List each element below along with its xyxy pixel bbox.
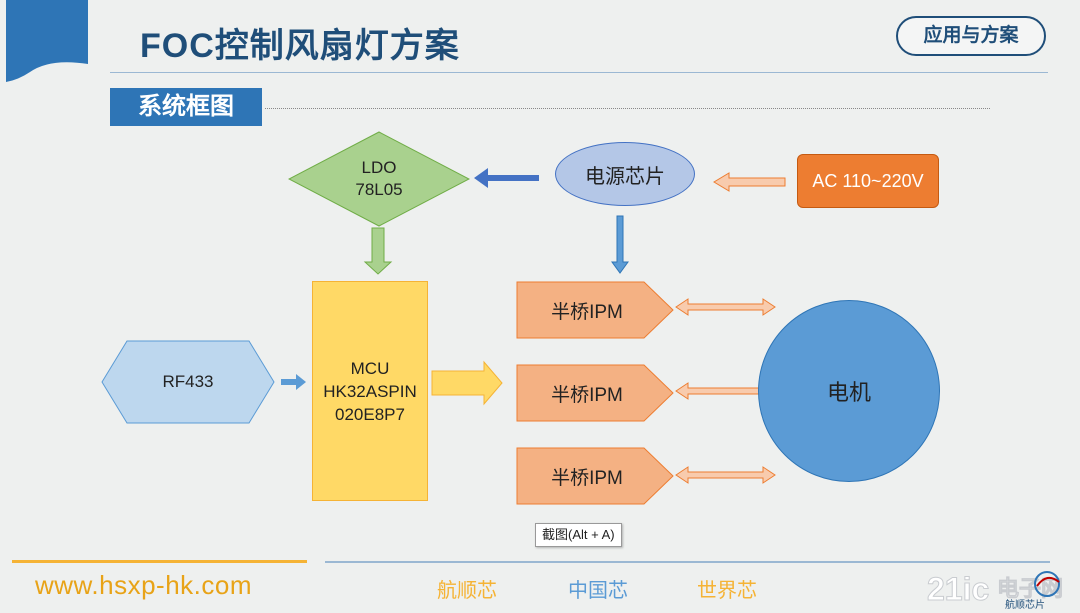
half-bridge-ipm-2: 半桥IPM [551, 384, 623, 406]
ac-input-node: AC 110~220V [797, 154, 939, 208]
svg-text:21ic: 21ic [927, 571, 989, 607]
ipm-shape-3 [516, 447, 674, 505]
arrow-ipm3-motor [675, 466, 776, 484]
svg-text:航顺芯片: 航顺芯片 [1005, 598, 1045, 610]
arrow-ipm1-motor [675, 298, 776, 316]
arrow-ldo-to-mcu [363, 227, 393, 275]
ldo-node: LDO 78L05 [288, 131, 470, 227]
ldo-shape [288, 131, 470, 227]
page-title: FOC控制风扇灯方案 [140, 27, 460, 65]
footer-url-link[interactable]: www.hsxp-hk.com [35, 570, 252, 600]
footer-slogan-1: 航顺芯 [437, 580, 497, 602]
arrow-mcu-to-ipm [431, 360, 503, 406]
watermark-logo-icon: 21ic 电子网 航顺芯片 [927, 571, 1064, 611]
ipm-shape-2 [516, 364, 674, 422]
header-divider [110, 72, 1048, 73]
arrow-rf-to-mcu [281, 374, 306, 390]
footer-orange-line [12, 560, 307, 563]
ipm-shape-1 [516, 281, 674, 339]
mcu-label-1: MCU [350, 358, 390, 378]
arrow-power-to-ldo [474, 168, 539, 188]
svg-text:电子网: 电子网 [997, 576, 1063, 601]
mcu-label-3: 020E8P7 [335, 404, 405, 424]
mcu-node: MCU HK32ASPIN 020E8P7 [312, 281, 428, 501]
rf-shape [101, 340, 275, 424]
arrow-power-to-ipm [611, 215, 629, 274]
half-bridge-ipm-1: 半桥IPM [551, 301, 623, 323]
footer-slogan-2: 中国芯 [568, 580, 628, 602]
footer-slogan-3: 世界芯 [697, 580, 757, 602]
ldo-label-1: LDO [361, 158, 397, 177]
half-bridge-ipm-3: 半桥IPM [551, 467, 623, 489]
ldo-label-2: 78L05 [355, 180, 403, 199]
section-dotted-divider [265, 108, 990, 109]
rf-node: RF433 [162, 372, 214, 391]
mcu-label-2: HK32ASPIN [323, 381, 417, 401]
footer-blue-line [325, 561, 1050, 563]
power-chip-node: 电源芯片 [555, 142, 695, 206]
applications-solutions-button[interactable]: 应用与方案 [896, 16, 1046, 56]
screenshot-tooltip: 截图(Alt + A) [535, 523, 622, 547]
corner-decoration [6, 0, 88, 82]
section-title: 系统框图 [110, 88, 262, 126]
motor-node: 电机 [758, 300, 940, 482]
arrow-ac-to-power [713, 172, 786, 192]
